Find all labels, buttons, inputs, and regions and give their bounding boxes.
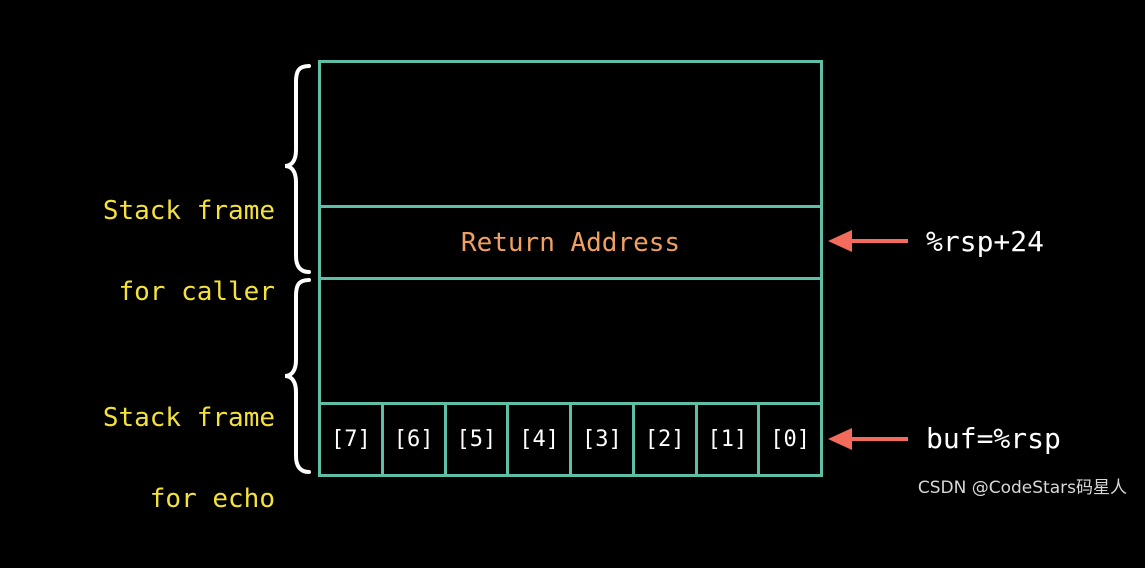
return-pointer-label: %rsp+24 bbox=[926, 225, 1045, 258]
buffer-cell: [4] bbox=[509, 405, 572, 474]
frame-braces bbox=[284, 64, 908, 474]
echo-frame-label-line2: for echo bbox=[149, 484, 275, 514]
echo-frame-label-line1: Stack frame bbox=[102, 403, 275, 433]
buffer-cell: [3] bbox=[572, 405, 635, 474]
stack-diagram: Stack frame for caller Stack frame for e… bbox=[103, 60, 1127, 513]
buffer-cell: [5] bbox=[447, 405, 510, 474]
buffer-cell: [1] bbox=[698, 405, 761, 474]
caller-frame-region bbox=[321, 63, 820, 208]
buffer-cell: [0] bbox=[770, 427, 810, 452]
caller-frame-label: Stack frame for caller bbox=[103, 144, 275, 360]
caller-frame-label-line2: for caller bbox=[118, 277, 275, 307]
buffer-cell: [7] bbox=[321, 405, 384, 474]
buffer-cell: [2] bbox=[635, 405, 698, 474]
buf-pointer-label: buf=%rsp bbox=[926, 422, 1061, 455]
caller-frame-brace bbox=[284, 64, 311, 274]
caller-frame-label-line1: Stack frame bbox=[102, 196, 275, 226]
watermark: CSDN @CodeStars码星人 bbox=[917, 478, 1127, 498]
stack-box: Return Address [7] [6] [5] [4] [3] [2] [… bbox=[318, 60, 823, 477]
return-pointer-arrow bbox=[828, 230, 908, 252]
buffer-cell: [6] bbox=[384, 405, 447, 474]
echo-frame-brace bbox=[284, 278, 311, 474]
echo-frame-label: Stack frame for echo bbox=[103, 351, 275, 567]
buffer-row: [7] [6] [5] [4] [3] [2] [1] [0] bbox=[321, 405, 820, 474]
buf-pointer-arrow bbox=[828, 428, 908, 450]
return-address-slot: Return Address bbox=[321, 208, 820, 280]
echo-frame-region bbox=[321, 280, 820, 405]
return-address-label: Return Address bbox=[460, 227, 681, 258]
